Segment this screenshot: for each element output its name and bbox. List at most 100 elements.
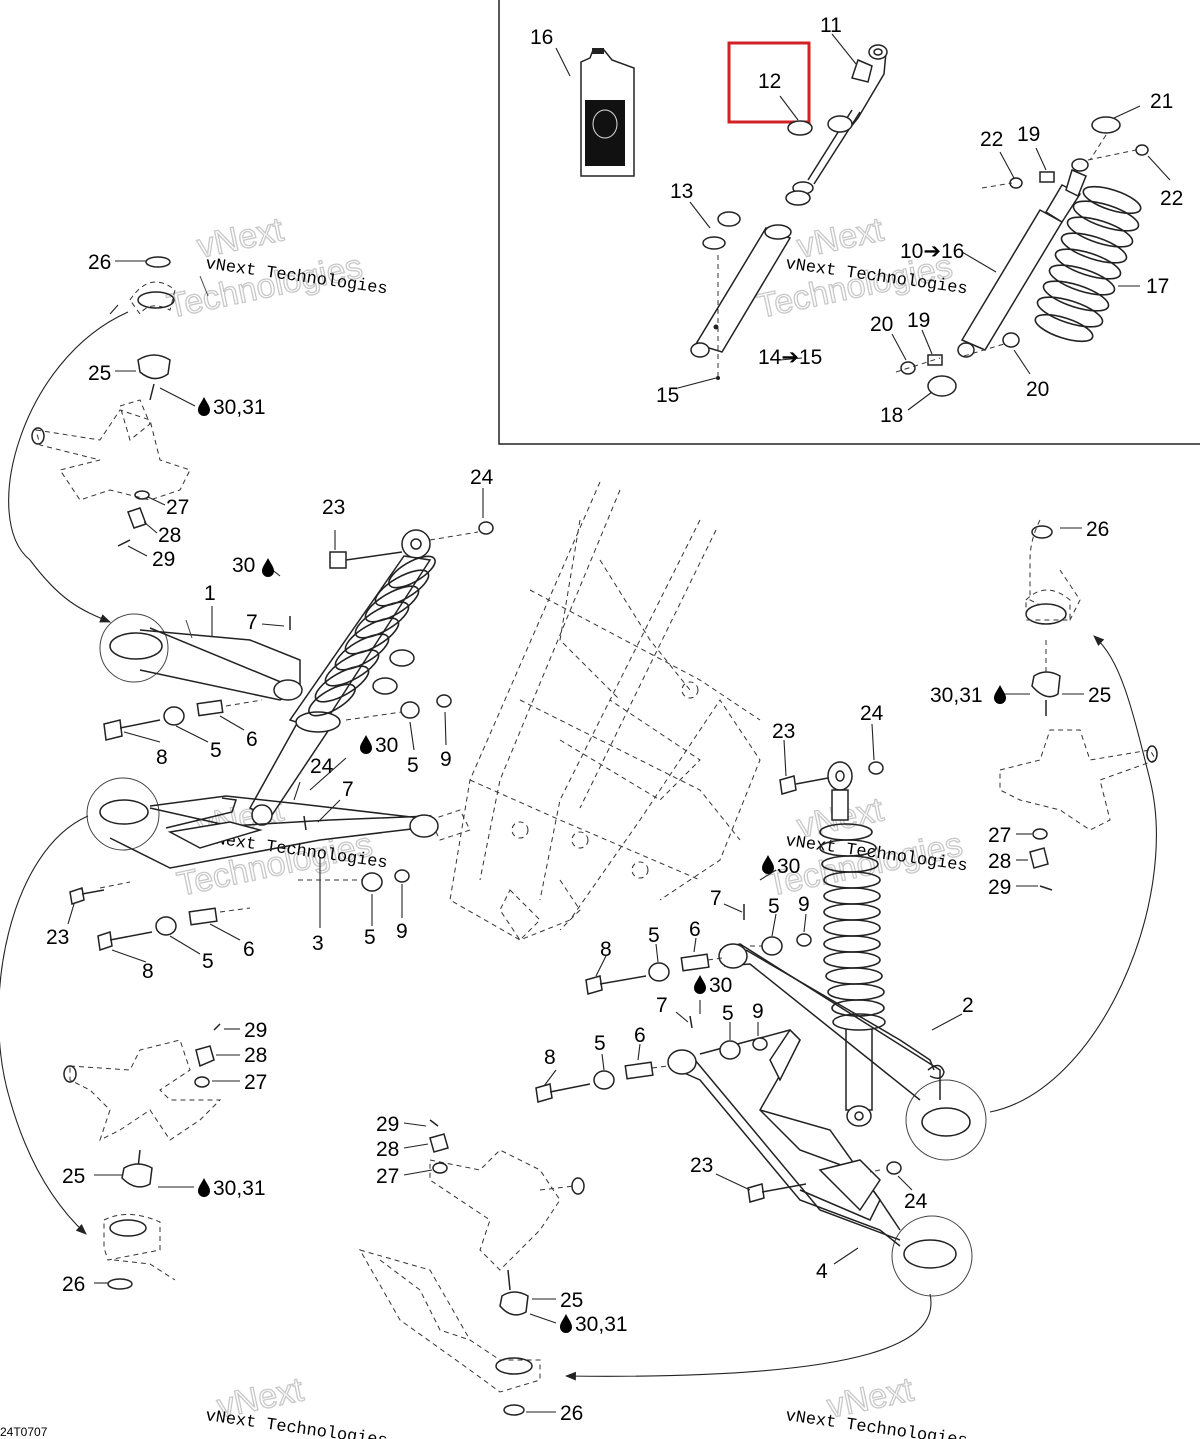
- callout: 20: [1026, 378, 1049, 401]
- callout: 21: [1150, 90, 1173, 113]
- coil-spring-right: [819, 823, 885, 1017]
- callout: 23: [322, 496, 345, 519]
- callout: 28: [376, 1138, 399, 1161]
- callout: 2: [962, 994, 974, 1017]
- oil-drop-icon: [560, 1314, 572, 1333]
- callout: 13: [670, 180, 693, 203]
- upper-a-arm-right: [718, 904, 987, 1161]
- upper-a-arm-left: [99, 613, 303, 701]
- callout: 9: [752, 1000, 764, 1023]
- callout: 30,31: [213, 1177, 266, 1200]
- callout: 18: [880, 404, 903, 427]
- oil-drop-icon: [198, 1178, 210, 1197]
- callout: 26: [1086, 518, 1109, 541]
- callout: 27: [166, 496, 189, 519]
- callout: 24: [470, 466, 494, 489]
- callout: 5: [407, 754, 419, 777]
- callout: 5: [768, 895, 780, 918]
- callout: 8: [544, 1046, 556, 1069]
- callout: 25: [88, 362, 111, 385]
- callout: 30: [375, 734, 398, 757]
- callout: 6: [243, 938, 255, 961]
- callout: 5: [210, 739, 222, 762]
- figure-code: 24T0707: [0, 1425, 48, 1439]
- callout: 16: [530, 26, 553, 49]
- callout: 22: [1160, 187, 1183, 210]
- coil-spring-part: [1034, 185, 1142, 343]
- callout: 24: [310, 755, 334, 778]
- oil-drop-icon: [694, 975, 706, 994]
- callout: 15: [656, 384, 679, 407]
- callout: 10➔16: [900, 240, 964, 263]
- oil-drop-icon: [994, 685, 1006, 704]
- callout: 26: [88, 251, 111, 274]
- callout: 5: [364, 926, 376, 949]
- vehicle-frame-outline: [429, 481, 761, 941]
- callout: 30,31: [575, 1313, 628, 1336]
- callout: 6: [689, 918, 701, 941]
- callout: 8: [142, 960, 154, 983]
- callout: 7: [656, 994, 668, 1017]
- assembly-arrow: [8, 311, 129, 623]
- steering-knuckle-left-upper: 26 25 30,31 27 28 29: [31, 251, 266, 571]
- callout: 7: [710, 887, 722, 910]
- hardware-left-lower: 30 24 7 23 8 5 6 3 5 9: [46, 734, 410, 983]
- callout: 25: [62, 1165, 85, 1188]
- steering-knuckle-right: 26 30,31 25 27 28 29: [930, 518, 1158, 899]
- hardware-left-upper: 23 24 30 1 7 8 5 6 5 9: [103, 466, 494, 777]
- callout: 17: [1146, 275, 1169, 298]
- callout: 28: [158, 524, 181, 547]
- callout: 22: [980, 128, 1003, 151]
- watermark-text: vNext Technologies: [204, 1407, 388, 1439]
- steering-knuckle-left-lower: 29 28 27 25 30,31 26: [62, 1019, 267, 1296]
- callout: 8: [156, 746, 168, 769]
- callout: 25: [1088, 684, 1111, 707]
- callout: 5: [594, 1032, 606, 1055]
- callout: 27: [988, 824, 1011, 847]
- callout: 29: [152, 548, 175, 571]
- callout: 27: [244, 1071, 267, 1094]
- callout: 19: [1017, 123, 1040, 146]
- callout: 23: [690, 1154, 713, 1177]
- callout: 8: [600, 938, 612, 961]
- callout: 5: [202, 950, 214, 973]
- callout: 9: [396, 920, 408, 943]
- callout: 27: [376, 1165, 399, 1188]
- callout: 24: [860, 702, 884, 725]
- callout: 29: [244, 1019, 267, 1042]
- callout: 9: [798, 893, 810, 916]
- oil-drop-icon: [262, 558, 274, 577]
- callout: 6: [246, 728, 258, 751]
- hardware-right-upper: 23 24 30 7 5 9 8 5 6 2: [585, 702, 974, 1031]
- callout: 12: [758, 70, 781, 93]
- callout: 7: [342, 778, 354, 801]
- callout: 30: [777, 855, 800, 878]
- callout: 28: [988, 850, 1011, 873]
- highlight-box: [727, 41, 811, 124]
- oil-bottle-part: [580, 48, 635, 177]
- callout: 29: [988, 876, 1011, 899]
- callout: 23: [46, 926, 69, 949]
- callout: 5: [722, 1002, 734, 1025]
- callout: 29: [376, 1113, 399, 1136]
- front-shock-right: [779, 761, 886, 1127]
- callout: 1: [204, 582, 216, 605]
- callout: 30: [232, 554, 255, 577]
- shock-absorber-part: [690, 44, 888, 380]
- callout: 30: [709, 974, 732, 997]
- callout: 11: [820, 14, 842, 37]
- assembly-arrow: [989, 635, 1157, 1113]
- front-shock-left: [248, 529, 432, 826]
- coil-spring-left: [308, 555, 436, 717]
- oil-drop-icon: [198, 397, 210, 416]
- callout: 23: [772, 720, 795, 743]
- callout: 28: [244, 1044, 267, 1067]
- shock-spring-assembly-part: [895, 116, 1149, 397]
- oil-drop-icon: [360, 735, 372, 754]
- callout: 19: [907, 309, 930, 332]
- callout: 9: [440, 748, 452, 771]
- callout: 4: [816, 1260, 828, 1283]
- assembly-arrow: [0, 815, 89, 1235]
- callout: 26: [560, 1402, 583, 1425]
